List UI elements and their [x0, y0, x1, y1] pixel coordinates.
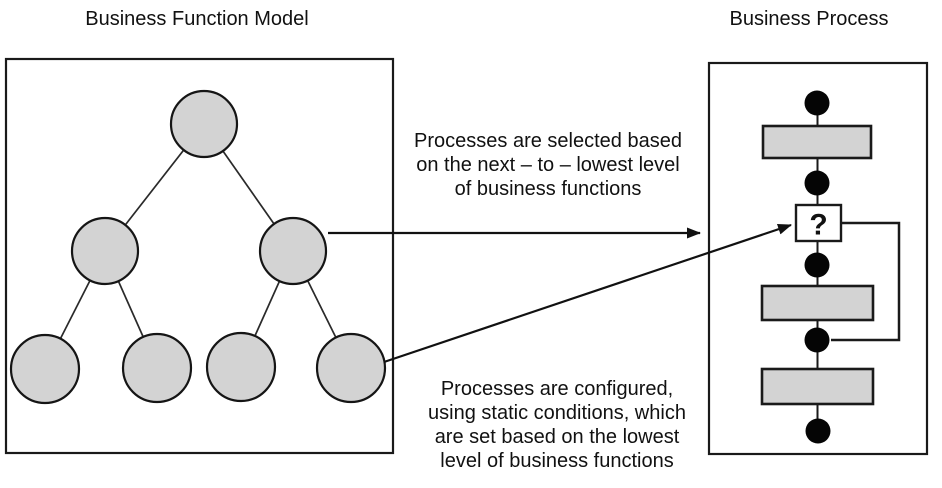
flow-dot-start — [804, 90, 830, 116]
flow-dot-4 — [804, 327, 830, 353]
annotation-configured-line-3: are set based on the lowest — [434, 426, 680, 448]
business-process-frame — [707, 61, 929, 456]
tree-node-leaf-4 — [315, 332, 387, 404]
process-bar-3 — [760, 367, 875, 406]
function-model-title: Business Function Model — [85, 8, 309, 30]
tree-node-leaf-3 — [205, 331, 277, 403]
annotation-selected-line-3: of business functions — [454, 178, 642, 200]
annotation-selected-line-1: Processes are selected based — [414, 130, 682, 152]
tree-nodes — [9, 89, 387, 405]
annotation-configured-line-2: using static conditions, which — [428, 402, 686, 424]
process-bar-1 — [761, 124, 873, 160]
tree-node-root — [169, 89, 239, 159]
function-model-frame — [4, 57, 395, 455]
annotation-configured: Processes are configured, using static c… — [391, 377, 723, 473]
annotation-selected-line-2: on the next – to – lowest level — [416, 154, 680, 176]
flow-dot-end — [805, 418, 831, 444]
tree-node-level2-right — [258, 216, 328, 286]
annotation-configured-line-1: Processes are configured, — [440, 378, 674, 400]
business-process-title: Business Process — [729, 8, 889, 30]
decision-loop-line — [831, 221, 901, 342]
tree-node-level2-left — [70, 216, 140, 286]
process-bars — [760, 124, 875, 406]
tree-node-leaf-1 — [9, 333, 81, 405]
annotation-configured-line-4: level of business functions — [440, 450, 674, 472]
tree-node-leaf-2 — [121, 332, 193, 404]
decision-label: ? — [809, 209, 827, 242]
arrow-configured-to-decision — [383, 223, 792, 364]
decision-box — [794, 203, 843, 243]
process-bar-2 — [760, 284, 875, 322]
flow-dot-2 — [804, 170, 830, 196]
flow-node-dots — [804, 90, 831, 444]
flow-dot-3 — [804, 252, 830, 278]
annotation-selected: Processes are selected based on the next… — [388, 129, 708, 201]
